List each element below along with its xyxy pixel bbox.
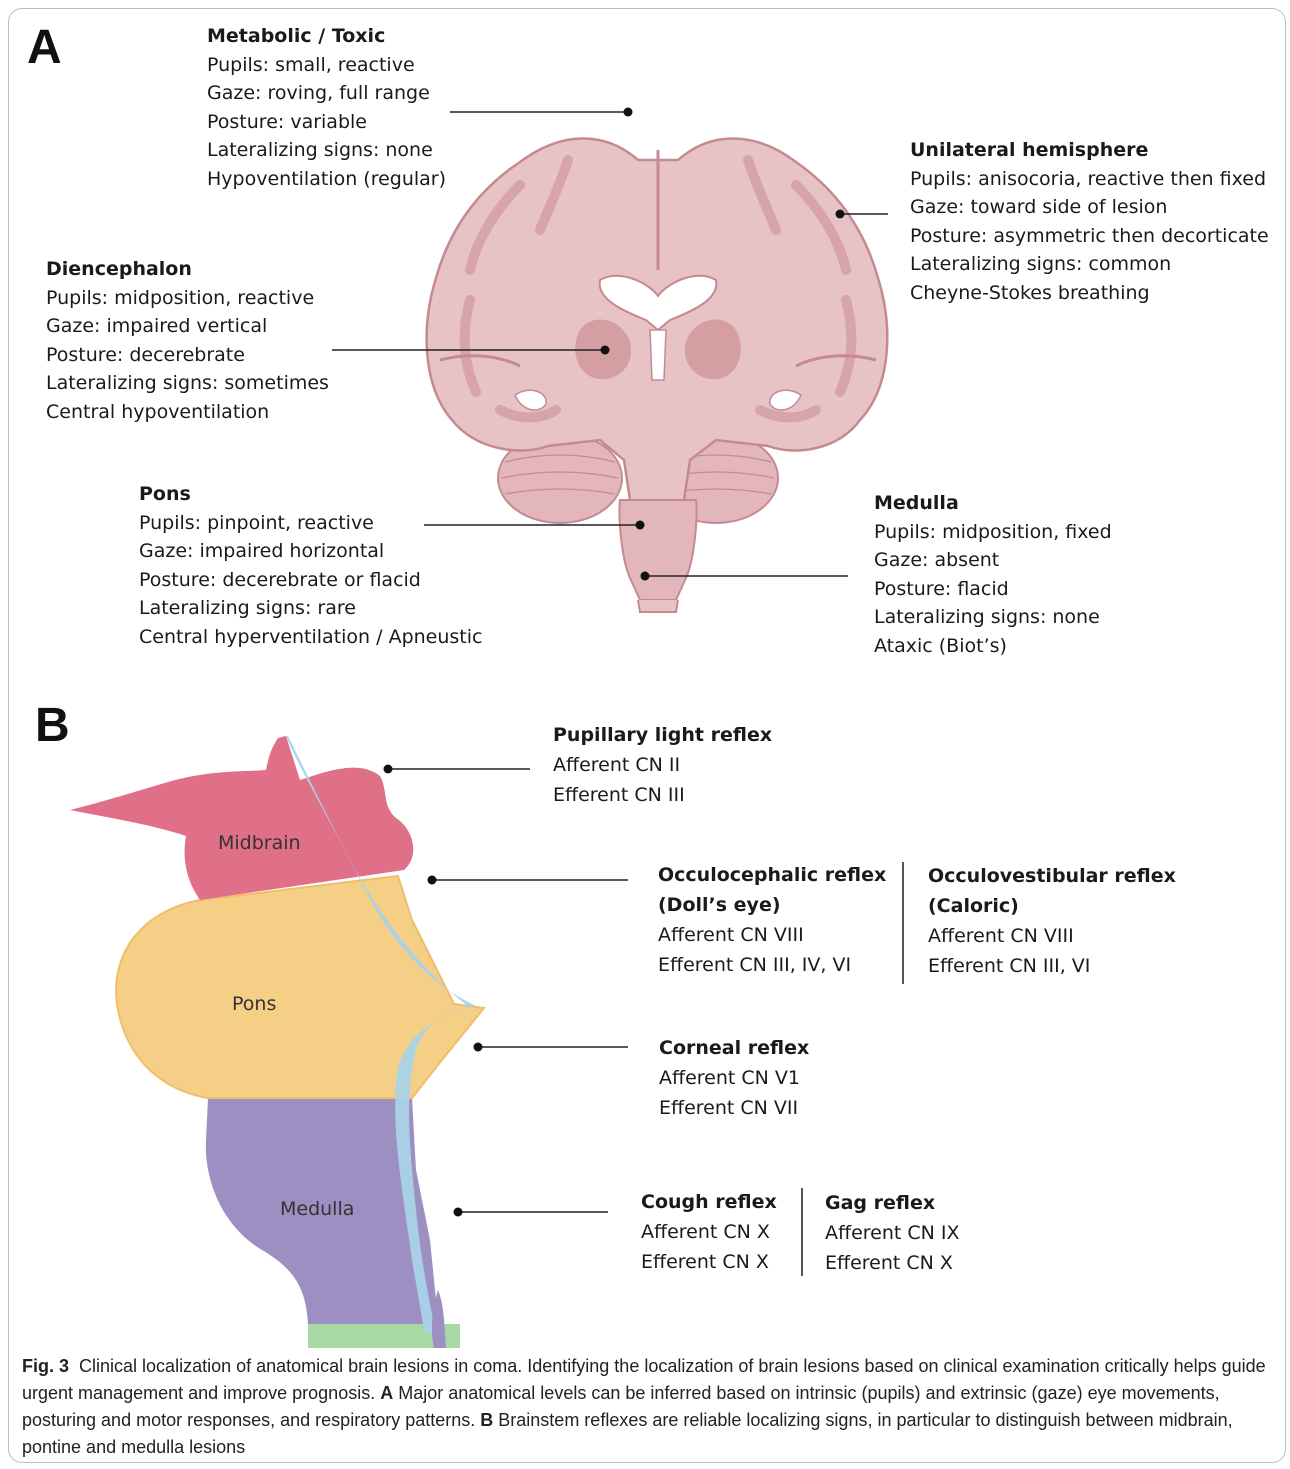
panel-letter-b: B [35, 702, 70, 750]
label-title: Medulla [874, 489, 1112, 518]
label-line: Afferent CN II [553, 750, 772, 780]
label-title: Pons [139, 480, 482, 509]
region-label-pons: Pons [232, 993, 276, 1015]
separator-occulo [902, 862, 904, 984]
region-label-medulla: Medulla [280, 1198, 354, 1220]
caption-panel-a-ref: A [380, 1383, 393, 1403]
label-line: Lateralizing signs: none [207, 136, 446, 165]
pons-region [116, 876, 484, 1098]
label-title: Pupillary light reflex [553, 720, 772, 750]
label-unilateral-hemisphere: Unilateral hemisphere Pupils: anisocoria… [910, 136, 1269, 307]
coronal-brain-illustration [427, 138, 888, 612]
label-line: Afferent CN VIII [658, 920, 886, 950]
label-line: Central hypoventilation [46, 398, 329, 427]
label-line: Posture: flacid [874, 575, 1112, 604]
label-line: Gaze: roving, full range [207, 79, 446, 108]
label-line: Efferent CN X [825, 1248, 960, 1278]
label-title: Occulovestibular reflex [928, 861, 1176, 891]
label-line: Central hyperventilation / Apneustic [139, 623, 482, 652]
panel-letter-a: A [27, 24, 62, 72]
label-subtitle: (Caloric) [928, 891, 1176, 921]
label-title: Metabolic / Toxic [207, 22, 446, 51]
label-line: Posture: variable [207, 108, 446, 137]
label-line: Gaze: impaired vertical [46, 312, 329, 341]
label-line: Afferent CN X [641, 1217, 777, 1247]
label-line: Gaze: absent [874, 546, 1112, 575]
label-line: Efferent CN III, VI [928, 951, 1176, 981]
figure-caption: Fig. 3 Clinical localization of anatomic… [22, 1353, 1272, 1461]
caption-fig-label: Fig. 3 [22, 1356, 69, 1376]
label-corneal-reflex: Corneal reflex Afferent CN V1 Efferent C… [659, 1033, 809, 1123]
label-line: Pupils: pinpoint, reactive [139, 509, 482, 538]
label-medulla: Medulla Pupils: midposition, fixed Gaze:… [874, 489, 1112, 660]
label-line: Gaze: impaired horizontal [139, 537, 482, 566]
label-pupillary-light-reflex: Pupillary light reflex Afferent CN II Ef… [553, 720, 772, 810]
label-occulovestibular-reflex: Occulovestibular reflex (Caloric) Affere… [928, 861, 1176, 981]
label-line: Posture: decerebrate [46, 341, 329, 370]
label-line: Efferent CN VII [659, 1093, 809, 1123]
label-title: Cough reflex [641, 1187, 777, 1217]
label-line: Hypoventilation (regular) [207, 165, 446, 194]
label-line: Afferent CN IX [825, 1218, 960, 1248]
midbrain-region [70, 736, 413, 900]
label-line: Lateralizing signs: common [910, 250, 1269, 279]
label-cough-reflex: Cough reflex Afferent CN X Efferent CN X [641, 1187, 777, 1277]
label-line: Pupils: anisocoria, reactive then fixed [910, 165, 1269, 194]
label-title: Unilateral hemisphere [910, 136, 1269, 165]
label-line: Cheyne-Stokes breathing [910, 279, 1269, 308]
label-line: Posture: asymmetric then decorticate [910, 222, 1269, 251]
separator-cough-gag [801, 1188, 803, 1276]
label-subtitle: (Doll’s eye) [658, 890, 886, 920]
label-line: Efferent CN III [553, 780, 772, 810]
label-title: Corneal reflex [659, 1033, 809, 1063]
label-line: Lateralizing signs: sometimes [46, 369, 329, 398]
label-line: Efferent CN III, IV, VI [658, 950, 886, 980]
label-title: Occulocephalic reflex [658, 860, 886, 890]
label-title: Diencephalon [46, 255, 329, 284]
label-line: Pupils: midposition, reactive [46, 284, 329, 313]
label-gag-reflex: Gag reflex Afferent CN IX Efferent CN X [825, 1188, 960, 1278]
label-metabolic-toxic: Metabolic / Toxic Pupils: small, reactiv… [207, 22, 446, 193]
label-line: Lateralizing signs: rare [139, 594, 482, 623]
label-title: Gag reflex [825, 1188, 960, 1218]
brainstem-illustration: Midbrain Pons Medulla [70, 736, 484, 1348]
label-line: Posture: decerebrate or flacid [139, 566, 482, 595]
label-occulocephalic-reflex: Occulocephalic reflex (Doll’s eye) Affer… [658, 860, 886, 980]
label-line: Pupils: small, reactive [207, 51, 446, 80]
region-label-midbrain: Midbrain [218, 832, 301, 854]
caption-panel-b-ref: B [480, 1410, 493, 1430]
label-line: Efferent CN X [641, 1247, 777, 1277]
label-line: Gaze: toward side of lesion [910, 193, 1269, 222]
label-line: Pupils: midposition, fixed [874, 518, 1112, 547]
label-line: Afferent CN VIII [928, 921, 1176, 951]
label-line: Ataxic (Biot’s) [874, 632, 1112, 661]
label-line: Lateralizing signs: none [874, 603, 1112, 632]
label-pons: Pons Pupils: pinpoint, reactive Gaze: im… [139, 480, 482, 651]
label-diencephalon: Diencephalon Pupils: midposition, reacti… [46, 255, 329, 426]
label-line: Afferent CN V1 [659, 1063, 809, 1093]
